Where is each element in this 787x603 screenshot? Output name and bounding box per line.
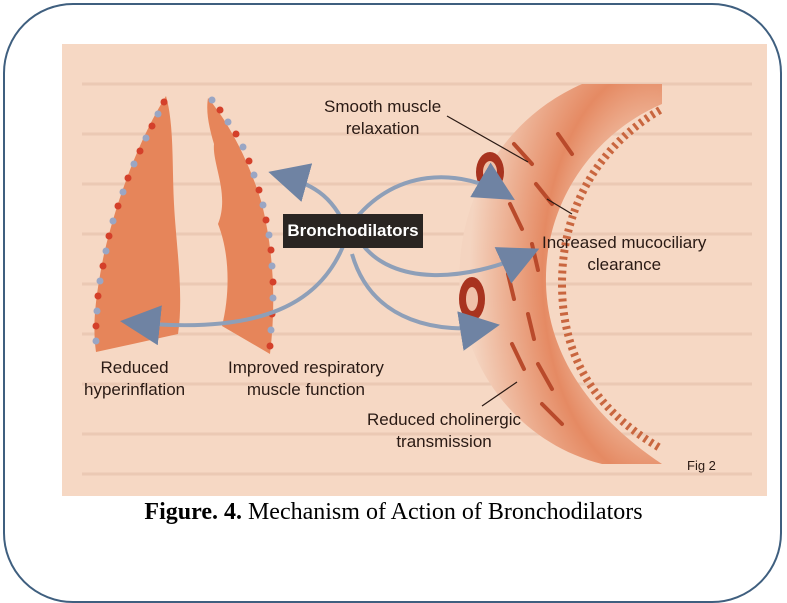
- label-reduced-hyperinflation: Reduced hyperinflation: [84, 357, 185, 401]
- caption-prefix: Figure. 4.: [144, 499, 242, 525]
- center-label: Bronchodilators: [283, 214, 423, 248]
- label-respiratory-muscle: Improved respiratory muscle function: [228, 357, 384, 401]
- label-line: Reduced cholinergic: [367, 409, 521, 431]
- label-line: hyperinflation: [84, 379, 185, 401]
- figure-number: Fig 2: [687, 458, 716, 473]
- label-line: Reduced: [84, 357, 185, 379]
- label-line: transmission: [367, 431, 521, 453]
- figure-caption: Figure. 4. Mechanism of Action of Bronch…: [0, 499, 787, 526]
- label-line: clearance: [542, 254, 706, 276]
- diagram-panel: Bronchodilators Smooth muscle relaxation…: [62, 44, 767, 496]
- label-line: Increased mucociliary: [542, 232, 706, 254]
- label-line: muscle function: [228, 379, 384, 401]
- label-line: relaxation: [324, 118, 441, 140]
- label-mucociliary: Increased mucociliary clearance: [542, 232, 706, 276]
- label-cholinergic: Reduced cholinergic transmission: [367, 409, 521, 453]
- left-lung: [94, 96, 180, 352]
- caption-text: Mechanism of Action of Bronchodilators: [242, 499, 643, 525]
- gland-lower: [459, 277, 485, 321]
- label-smooth-muscle: Smooth muscle relaxation: [324, 96, 441, 140]
- label-line: Improved respiratory: [228, 357, 384, 379]
- label-line: Smooth muscle: [324, 96, 441, 118]
